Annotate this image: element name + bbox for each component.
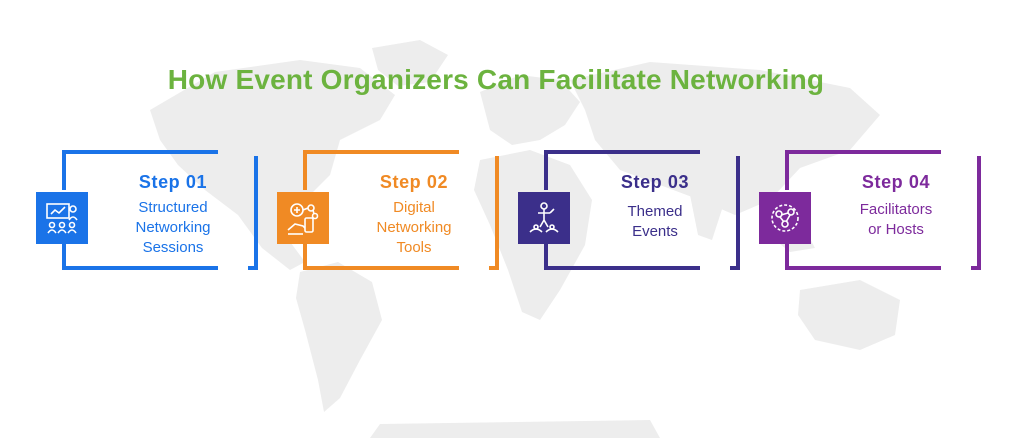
step-label: Step 01: [138, 172, 208, 192]
bracket-right-tick: [248, 266, 258, 270]
bracket-left-bottom: [785, 232, 789, 270]
step-description-line: Events: [632, 223, 678, 240]
bracket-right: [736, 156, 740, 270]
step-description-line: Facilitators: [859, 201, 933, 218]
step-description: Digital Networking Tools: [339, 198, 489, 258]
step-description-line: Networking: [135, 219, 211, 236]
step-description: Facilitators or Hosts: [821, 200, 971, 240]
step-card-2: Step 02 Digital Networking Tools: [277, 150, 523, 270]
step-description-line: Themed: [627, 203, 683, 220]
bracket-top: [62, 150, 218, 154]
page-title: How Event Organizers Can Facilitate Netw…: [167, 64, 825, 95]
step-description-line: Networking: [376, 219, 452, 236]
bracket-right-tick: [971, 266, 981, 270]
bracket-left-top: [62, 150, 66, 190]
step-description-line: Structured: [138, 199, 208, 216]
bracket-bottom: [303, 266, 459, 270]
step-description: Themed Events: [580, 202, 730, 242]
speaker-audience-icon: [518, 192, 570, 244]
bracket-right: [977, 156, 981, 270]
bracket-top: [785, 150, 941, 154]
bracket-right-tick: [489, 266, 499, 270]
bracket-top: [544, 150, 700, 154]
step-label: Step 04: [861, 172, 931, 192]
step-description-line: Tools: [396, 239, 432, 256]
bracket-left-top: [303, 150, 307, 190]
bracket-right: [254, 156, 258, 270]
bracket-right-tick: [730, 266, 740, 270]
step-description-line: Digital: [393, 199, 435, 216]
bracket-left-top: [785, 150, 789, 190]
step-description-line: Sessions: [142, 239, 204, 256]
bracket-bottom: [62, 266, 218, 270]
step-label: Step 03: [620, 172, 690, 192]
bracket-right: [495, 156, 499, 270]
people-network-icon: [759, 192, 811, 244]
step-card-1: Step 01 Structured Networking Sessions: [36, 150, 282, 270]
hand-phone-network-icon: [277, 192, 329, 244]
step-card-3: Step 03 Themed Events: [518, 150, 764, 270]
bracket-bottom: [785, 266, 941, 270]
presentation-people-icon: [36, 192, 88, 244]
step-description: Structured Networking Sessions: [98, 198, 248, 258]
step-label: Step 02: [379, 172, 449, 192]
step-card-4: Step 04 Facilitators or Hosts: [759, 150, 1005, 270]
bracket-left-top: [544, 150, 548, 190]
bracket-top: [303, 150, 459, 154]
bracket-left-bottom: [62, 232, 66, 270]
bracket-bottom: [544, 266, 700, 270]
step-description-line: or Hosts: [868, 221, 924, 238]
bracket-left-bottom: [303, 232, 307, 270]
bracket-left-bottom: [544, 232, 548, 270]
